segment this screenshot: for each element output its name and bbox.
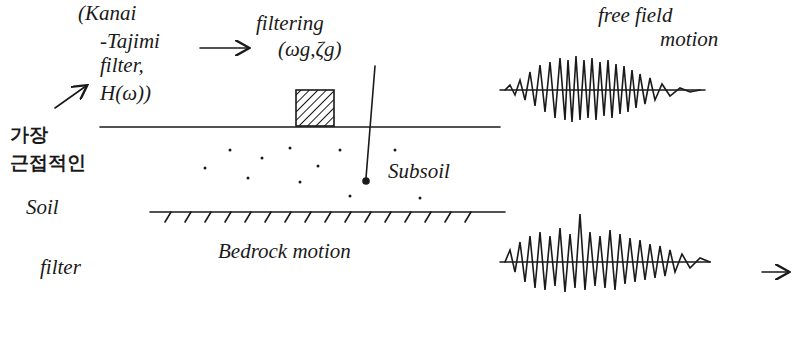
free-field-waveform xyxy=(505,56,700,122)
bedrock-hatch xyxy=(165,212,471,222)
filter-name: (Kanai xyxy=(78,2,136,25)
leader-line xyxy=(366,66,375,178)
bedrock-waveform xyxy=(505,214,710,292)
process-label: filtering xyxy=(256,12,324,35)
soil-point xyxy=(363,178,369,184)
note-text: 근접적인 xyxy=(10,152,86,173)
parameter-label: (ωg,ζg) xyxy=(278,38,342,61)
layer-label: Subsoil xyxy=(388,160,450,183)
output-arrow xyxy=(762,271,788,273)
note-text: filter xyxy=(40,256,81,279)
motion-label: Bedrock motion xyxy=(218,240,351,263)
transfer-function: H(ω)) xyxy=(100,82,151,105)
filter-name: -Tajimi xyxy=(100,30,160,53)
building xyxy=(296,90,334,126)
motion-label: motion xyxy=(660,28,718,51)
filter-name: filter, xyxy=(100,54,144,77)
motion-label: free field xyxy=(598,4,672,27)
pointer-arrow xyxy=(55,86,86,108)
filtering-arrow xyxy=(200,47,248,49)
note-text: 가장 xyxy=(10,124,48,145)
note-text: Soil xyxy=(26,196,59,219)
